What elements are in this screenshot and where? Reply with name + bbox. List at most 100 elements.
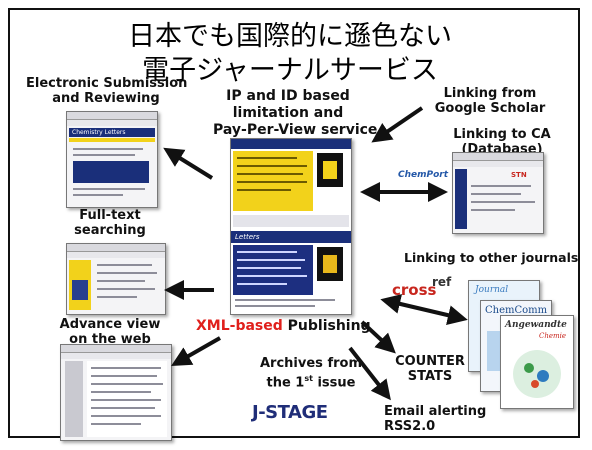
advance-label-line-2: on the web [69,332,151,347]
center-label-line-3: Pay-Per-View service [213,122,378,138]
title-line-2: 電子ジャーナルサービス [142,55,438,86]
text-line [235,299,335,301]
angewandte-title: Angewandte [505,320,567,330]
publishing-text: Publishing [282,318,371,334]
jstage-logo: J-STAGE [252,402,328,423]
text-line [471,193,521,195]
ca-label-line-1: Linking to CA [453,127,551,142]
cover-art [323,255,337,273]
submission-label-line-1: Electronic Submission [26,76,188,91]
text-line [237,157,297,159]
xml-publishing-label: XML-based Publishing [196,318,371,334]
slide-frame [8,8,580,438]
atom [531,380,539,388]
chemport-logo-text: ChemPort [398,170,449,180]
text-line [97,264,152,266]
center-label-line-1: IP and ID based [226,88,350,104]
submission-label: Electronic Submission and Reviewing [26,76,188,106]
text-line [237,251,297,253]
journal-cover-title: Journal [475,285,509,295]
cover-image [72,280,88,300]
scholar-label-line-2: Google Scholar [434,101,546,116]
archives-label: Archives from the 1st issue [256,356,366,390]
left-nav [455,169,467,229]
text-line [97,288,155,290]
chem-letters-text: Chemistry Letters [72,129,126,136]
text-line [237,181,307,183]
cover-art [323,161,337,179]
counter-label: COUNTER STATS [390,354,470,384]
fulltext-label: Full-text searching [70,208,150,238]
journals-label: Linking to other journals [404,250,579,265]
text-line [237,275,307,277]
xml-based-text: XML-based [196,318,283,334]
arrow-to-advance-view [171,336,221,366]
email-label: Email alerting RSS2.0 [384,404,494,434]
chem-letters-banner: Chemistry Letters [69,128,155,137]
text-line [91,391,151,393]
text-line [73,188,145,190]
archives-post: issue [312,375,356,391]
window-toolbar [67,252,165,258]
page-sidebar [65,361,83,437]
arrow-to-submission [163,147,214,180]
counter-label-line-1: COUNTER [395,354,465,369]
archives-sup: st [304,374,313,383]
letters-banner-text: Letters [235,233,260,241]
top-bar [231,139,351,149]
submission-label-line-2: and Reviewing [52,91,160,106]
cover-thumbnail [317,153,343,187]
text-line [237,189,291,191]
email-label-line-2: RSS2.0 [384,419,436,434]
yellow-panel [233,151,313,211]
text-line [91,367,161,369]
journal-cover [69,260,91,310]
advance-label-line-1: Advance view [59,317,161,332]
window-toolbar [453,153,543,161]
arrow-from-scholar [371,106,424,143]
text-line [471,185,531,187]
center-label: IP and ID based limitation and Pay-Per-V… [213,88,378,139]
text-line [73,194,123,196]
center-label-line-2: limitation and [232,105,344,121]
archives-label-line-1: Archives from [260,356,362,371]
angewandte-cover: Angewandte Chemie [500,315,574,409]
text-line [91,383,163,385]
crossref-ref-text: ref [432,275,452,289]
window-toolbar [67,120,157,126]
article-page [87,361,167,437]
main-service-screenshot: Letters [230,138,352,315]
text-line [91,399,161,401]
title-line-1: 日本でも国際的に遜色ない [128,21,452,52]
text-line [73,154,135,156]
scholar-label-line-1: Linking from [443,86,537,101]
text-line [91,423,141,425]
chemcomm-title: ChemComm [485,305,548,316]
highlight-bar [69,138,155,142]
atom [524,363,534,373]
window-toolbar [67,244,165,252]
text-line [91,407,155,409]
window-toolbar [453,161,543,167]
fulltext-screenshot [66,243,166,315]
blue-panel [233,245,313,295]
ca-database-screenshot: STN [452,152,544,234]
cover-circle [513,350,561,398]
nav-strip [233,215,349,227]
arrow-to-counter [360,320,396,354]
text-line [471,201,535,203]
advance-label: Advance view on the web [55,317,165,347]
arrow-journals-bidirectional [380,294,468,325]
arrow-to-email [348,346,391,401]
form-block [73,161,149,183]
scholar-label: Linking from Google Scholar [430,86,550,116]
text-line [237,267,301,269]
window-toolbar [67,112,157,120]
text-line [97,296,137,298]
email-label-line-1: Email alerting [384,404,487,419]
cover-thumbnail [317,247,343,281]
archives-label-line-2: the 1st issue [256,371,366,390]
chemie-title: Chemie [539,332,567,340]
stn-logo: STN [511,171,527,179]
